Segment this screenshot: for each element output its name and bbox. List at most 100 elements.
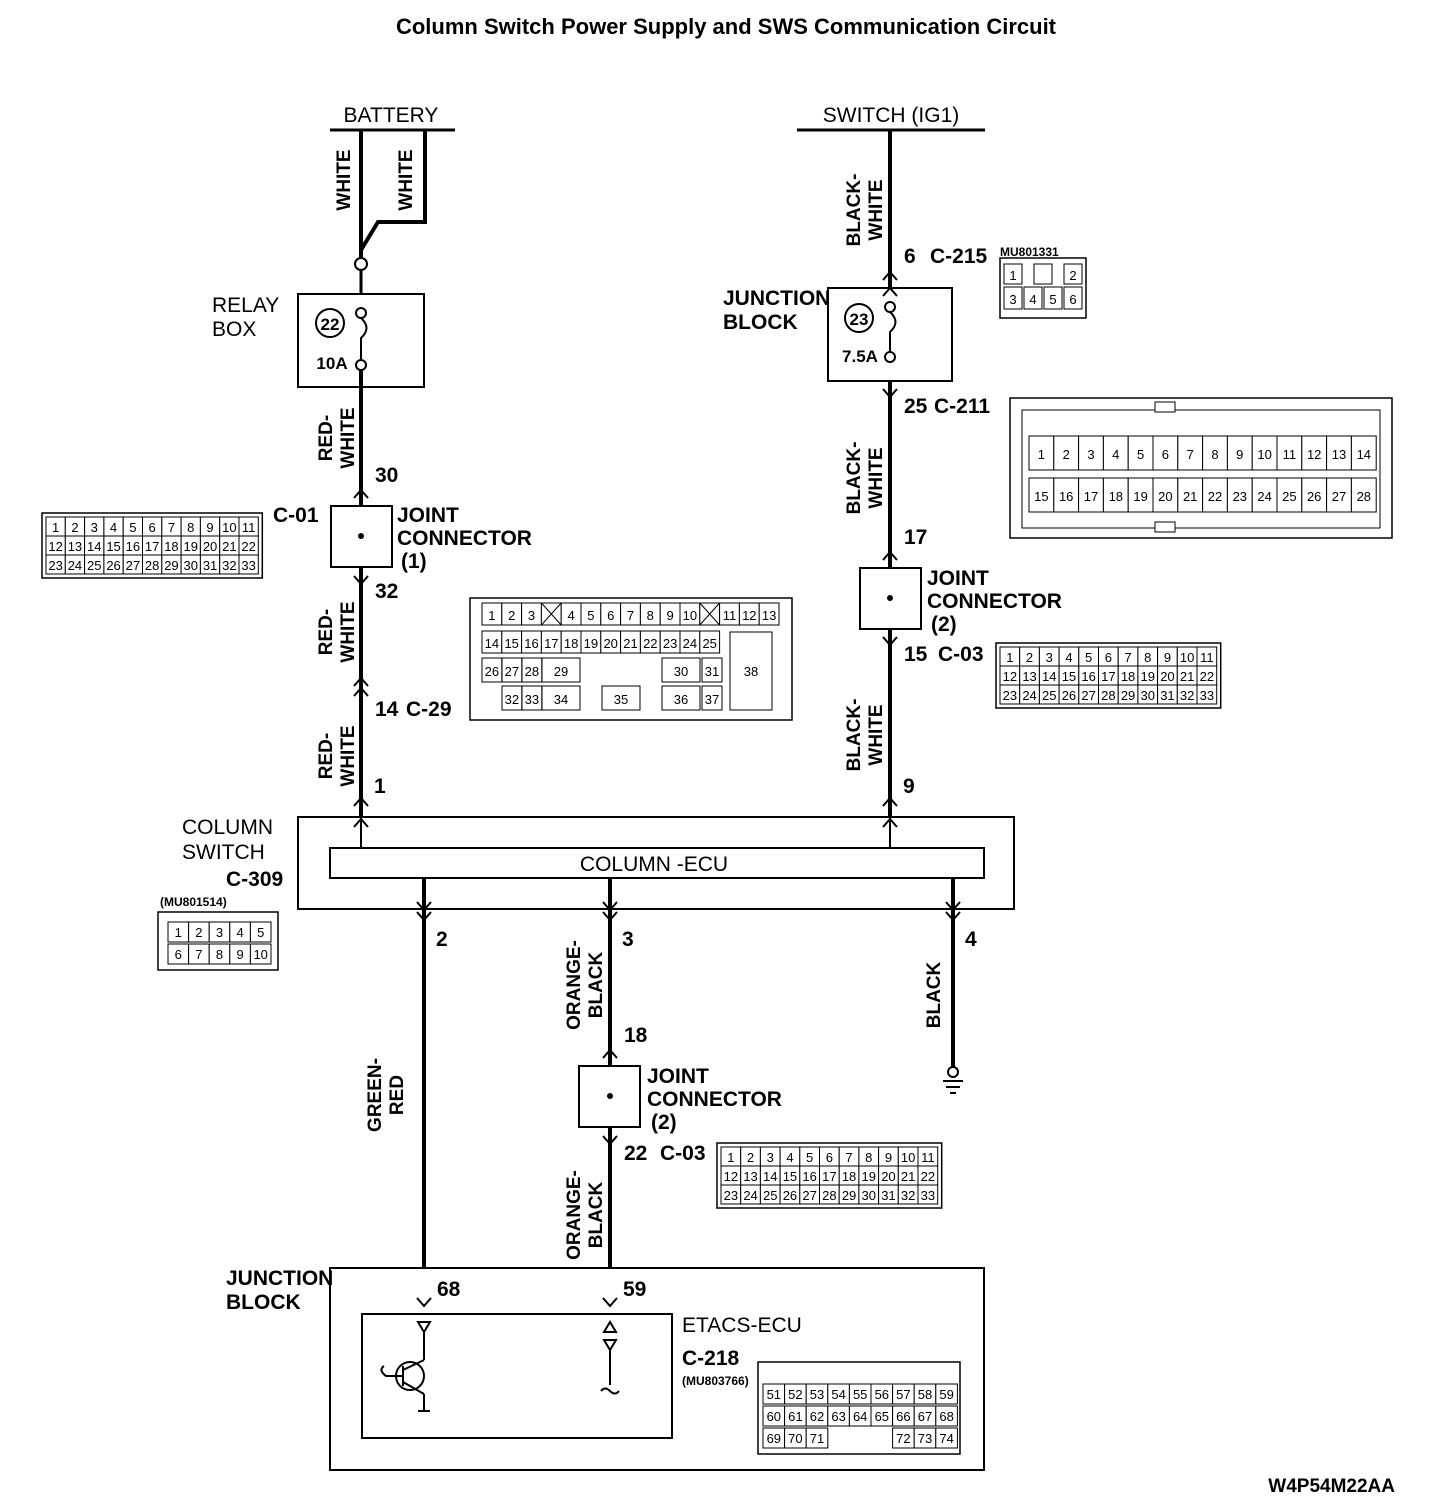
connector-c29-pin-label: 1 <box>488 608 495 623</box>
connector-c309-pin-label: 6 <box>175 947 182 962</box>
column-pin-1-arrow <box>353 796 369 807</box>
connector-c211-pin-label: 13 <box>1332 447 1346 462</box>
connector-c29-pin-label: 5 <box>587 608 594 623</box>
connector-c03-bottom-cell <box>917 1184 939 1205</box>
connector-c03-top-pin-label: 11 <box>1200 650 1214 665</box>
connector-c29-pin-label: 6 <box>607 608 614 623</box>
connector-c29-pin-label: 24 <box>683 636 697 651</box>
connector-c211-cell <box>1350 477 1377 513</box>
connector-c215-cell <box>1023 286 1043 310</box>
connector-c211-pin-label: 20 <box>1158 489 1172 504</box>
connector-c03-bottom-pin-label: 18 <box>842 1169 856 1184</box>
connector-c01-pin-label: 15 <box>106 539 120 554</box>
connector-c29-cell <box>661 685 701 711</box>
connector-c215-pin-label: 6 <box>1069 292 1076 307</box>
connector-c01-pin-label: 11 <box>242 520 256 535</box>
connector-c03-top-pin-label: 12 <box>1003 669 1017 684</box>
connector-c309-pin-label: 2 <box>195 925 202 940</box>
connector-c03-top-pin-label: 29 <box>1121 688 1135 703</box>
connector-c309-cell <box>249 943 272 965</box>
joint2-bottom-pin-out: 22 <box>624 1142 647 1165</box>
connector-c211-pin-label: 2 <box>1063 447 1070 462</box>
column-switch-label-2: SWITCH <box>182 841 265 864</box>
connector-c03-bottom-pin-label: 25 <box>763 1188 777 1203</box>
connector-c01-pin-label: 27 <box>126 558 140 573</box>
pin3-arrow-a <box>602 901 618 912</box>
connector-c29-cell <box>601 685 641 711</box>
etacs-pin-68: 68 <box>437 1278 461 1301</box>
joint1-out-arrow <box>353 575 369 586</box>
white-wire-2 <box>359 130 427 252</box>
column-switch-label-1: COLUMN <box>182 816 273 839</box>
connector-c309-cell <box>249 921 272 943</box>
column-pin-1: 1 <box>374 775 386 798</box>
connector-c03-bottom-pin-label: 7 <box>845 1150 852 1165</box>
connector-c03-bottom-pin-label: 31 <box>881 1188 895 1203</box>
c215-pin: 6 <box>904 245 916 268</box>
connector-c29-pin-label: 10 <box>683 608 697 623</box>
wire-label-bw-2: BLACK-WHITE <box>844 442 887 515</box>
connector-c218-pin-label: 69 <box>767 1431 781 1446</box>
relay-box-terminal <box>354 257 368 271</box>
connector-c218-cell <box>935 1427 958 1449</box>
connector-c01-pin-label: 19 <box>184 539 198 554</box>
connector-c218-pin-label: 72 <box>896 1431 910 1446</box>
connector-c03-bottom-pin-label: 21 <box>901 1169 915 1184</box>
connector-c218-pin-label: 64 <box>853 1409 867 1424</box>
connector-c218-pin-label: 59 <box>939 1387 953 1402</box>
connector-c29-pin-label: 23 <box>663 636 677 651</box>
connector-c211-cell <box>1028 477 1055 513</box>
connector-c211-cell <box>1226 477 1253 513</box>
connector-c29-blank-mark <box>699 602 720 626</box>
connector-c218-pin-label: 63 <box>831 1409 845 1424</box>
connector-c211-pin-label: 12 <box>1307 447 1321 462</box>
connector-c29-pin-label: 16 <box>524 636 538 651</box>
joint2-top-in-arrow <box>882 550 898 561</box>
connector-c29-pin-label: 20 <box>603 636 617 651</box>
comm-wave-icon <box>600 1387 620 1395</box>
connector-c01-pin-label: 4 <box>110 520 117 535</box>
joint1-in-arrow <box>353 488 369 499</box>
etacs-pin-59: 59 <box>623 1278 646 1301</box>
pin4-arrow-b <box>945 911 961 922</box>
connector-c29-pin-label: 7 <box>627 608 634 623</box>
connector-c03-bottom-pin-label: 6 <box>826 1150 833 1165</box>
connector-c03-top-pin-label: 7 <box>1124 650 1131 665</box>
joint-connector-2-bottom <box>578 1065 641 1128</box>
connector-c03-top-pin-label: 9 <box>1164 650 1171 665</box>
connector-c218-pin-label: 53 <box>810 1387 824 1402</box>
connector-c29-pin-label: 15 <box>504 636 518 651</box>
connector-c211-pin-label: 3 <box>1087 447 1094 462</box>
connector-c215-pin-label: 2 <box>1069 268 1076 283</box>
connector-c03-top-cell <box>1196 684 1218 705</box>
wire-label-bw-3: BLACK-WHITE <box>844 699 887 772</box>
connector-c211-pin-label: 28 <box>1357 489 1371 504</box>
connector-c211-pin-label: 21 <box>1183 489 1197 504</box>
fuse-23-terminal-bottom <box>884 351 896 363</box>
connector-c03-top-pin-label: 22 <box>1200 669 1214 684</box>
connector-c03-bottom-frame <box>716 1142 943 1209</box>
connector-c29-pin-label: 11 <box>723 608 737 623</box>
connector-c01-pin-label: 9 <box>206 520 213 535</box>
connector-c03-top-pin-label: 33 <box>1200 688 1214 703</box>
connector-c29-pin-label: 29 <box>554 664 568 679</box>
connector-c03-top-pin-label: 25 <box>1042 688 1056 703</box>
connector-c218-pin-label: 66 <box>896 1409 910 1424</box>
connector-c01-pin-label: 7 <box>168 520 175 535</box>
connector-c01-pin-label: 6 <box>149 520 156 535</box>
connector-c218-pin-label: 60 <box>767 1409 781 1424</box>
column-ecu-label: COLUMN -ECU <box>580 853 728 876</box>
connector-c01-pin-label: 25 <box>87 558 101 573</box>
connector-c211-cell <box>1152 435 1179 471</box>
connector-c01-cell <box>238 554 259 575</box>
jb-top-label-2: BLOCK <box>723 311 798 334</box>
transistor-base-lead <box>380 1365 403 1377</box>
joint2-bottom-connector: C-03 <box>660 1142 706 1165</box>
connector-c03-top-pin-label: 17 <box>1101 669 1115 684</box>
connector-c29-cell <box>541 685 581 711</box>
ground-terminal <box>947 1066 959 1078</box>
connector-c218-pin-label: 51 <box>767 1387 781 1402</box>
fuse-22-badge <box>315 308 345 338</box>
